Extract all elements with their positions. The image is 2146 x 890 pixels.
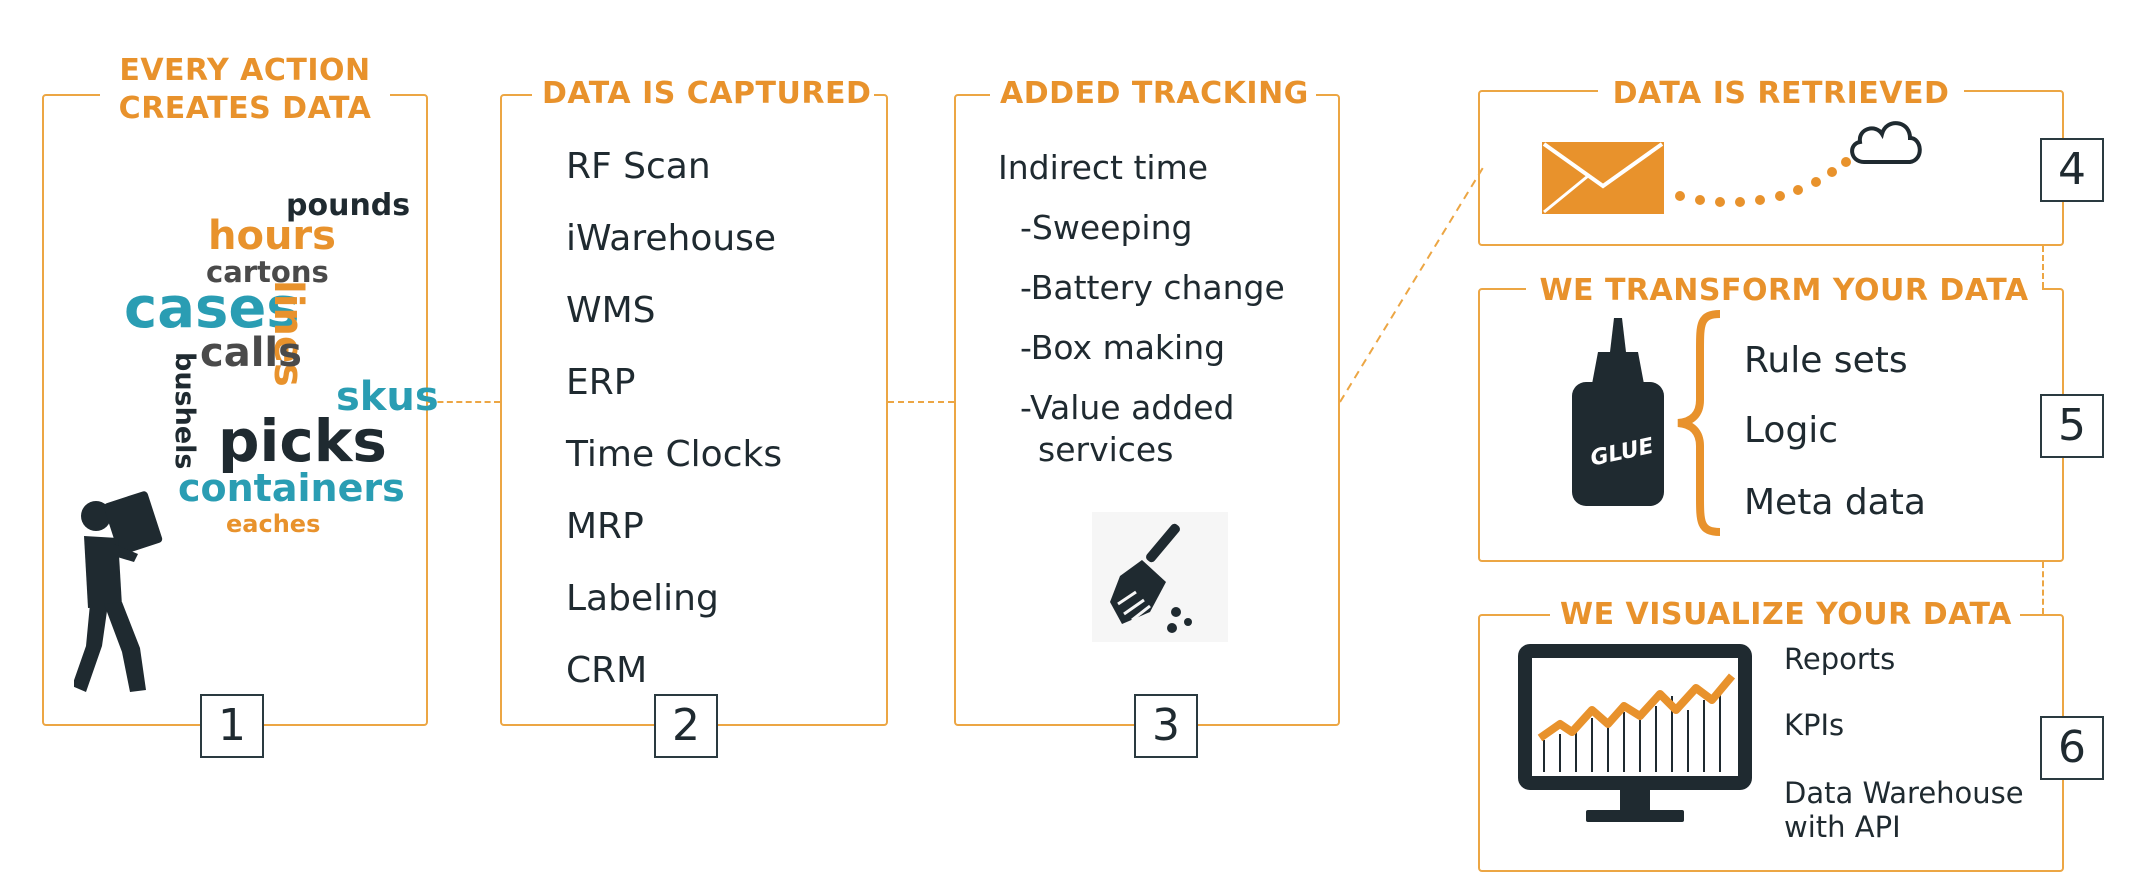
list-item-services: services xyxy=(1038,430,1174,469)
list-item-meta-data: Meta data xyxy=(1744,482,1926,523)
list-item-rf-scan: RF Scan xyxy=(566,146,711,187)
list-item-crm: CRM xyxy=(566,650,648,691)
worker-carrying-box-icon xyxy=(74,491,163,692)
panel-data-captured xyxy=(500,94,888,726)
list-item-labeling: Labeling xyxy=(566,578,719,619)
list-item-box-making: -Box making xyxy=(1020,328,1226,367)
word-picks: picks xyxy=(218,407,387,475)
panel-1-title-line2: CREATES DATA xyxy=(118,91,372,126)
list-item-sweeping: -Sweeping xyxy=(1020,208,1193,247)
panel-6-title: WE VISUALIZE YOUR DATA xyxy=(1550,596,2020,634)
list-item-iwarehouse: iWarehouse xyxy=(566,218,777,259)
panel-2-title: DATA IS CAPTURED xyxy=(532,75,874,113)
list-item-reports: Reports xyxy=(1784,642,1896,676)
connector-5-6 xyxy=(2042,562,2044,614)
envelope-icon xyxy=(1542,142,1664,214)
list-item-kpis: KPIs xyxy=(1784,708,1845,742)
list-item-time-clocks: Time Clocks xyxy=(566,434,783,475)
glue-bottle-icon: GLUE xyxy=(1572,318,1664,506)
list-item-wms: WMS xyxy=(566,290,656,331)
connector-1-2 xyxy=(428,401,500,403)
word-hours: hours xyxy=(208,213,336,259)
monitor-chart-icon xyxy=(1518,644,1752,822)
panel-1-title: EVERY ACTION CREATES DATA xyxy=(100,52,390,128)
dotted-path xyxy=(1675,157,1851,207)
list-item-mrp: MRP xyxy=(566,506,644,547)
word-skus: skus xyxy=(336,374,439,420)
word-eaches: eaches xyxy=(226,510,321,538)
connector-3-4 xyxy=(1339,165,1485,403)
panel-4-title: DATA IS RETRIEVED xyxy=(1598,75,1964,113)
panel-6-number: 6 xyxy=(2040,716,2104,780)
list-item-erp: ERP xyxy=(566,362,636,403)
panel-4-number: 4 xyxy=(2040,138,2104,202)
panel-1-number: 1 xyxy=(200,694,264,758)
word-cases: cases xyxy=(124,276,300,341)
panel-2-number: 2 xyxy=(654,694,718,758)
curly-brace-icon xyxy=(1677,310,1721,536)
panel-3-heading: Indirect time xyxy=(998,148,1209,187)
word-containers: containers xyxy=(178,466,405,510)
broom-icon xyxy=(1092,512,1228,642)
list-item-with-api: with API xyxy=(1784,810,1901,844)
list-item-battery-change: -Battery change xyxy=(1020,268,1285,307)
panel-3-title: ADDED TRACKING xyxy=(990,75,1316,113)
list-item-data-warehouse: Data Warehouse xyxy=(1784,776,2024,810)
cloud-icon xyxy=(1850,121,1922,164)
list-item-value-added: -Value added xyxy=(1020,388,1235,427)
connector-2-3 xyxy=(888,401,954,403)
word-bushels: bushels xyxy=(169,352,200,470)
panel-5-title: WE TRANSFORM YOUR DATA xyxy=(1526,272,2042,310)
connector-4-5 xyxy=(2042,246,2044,288)
panel-1-title-line1: EVERY ACTION xyxy=(119,53,371,88)
panel-5-number: 5 xyxy=(2040,394,2104,458)
word-pounds: pounds xyxy=(286,188,411,223)
word-cartons: cartons xyxy=(206,255,329,289)
list-item-logic: Logic xyxy=(1744,410,1839,451)
list-item-rule-sets: Rule sets xyxy=(1744,340,1908,381)
panel-3-number: 3 xyxy=(1134,694,1198,758)
word-calls: calls xyxy=(200,330,302,376)
